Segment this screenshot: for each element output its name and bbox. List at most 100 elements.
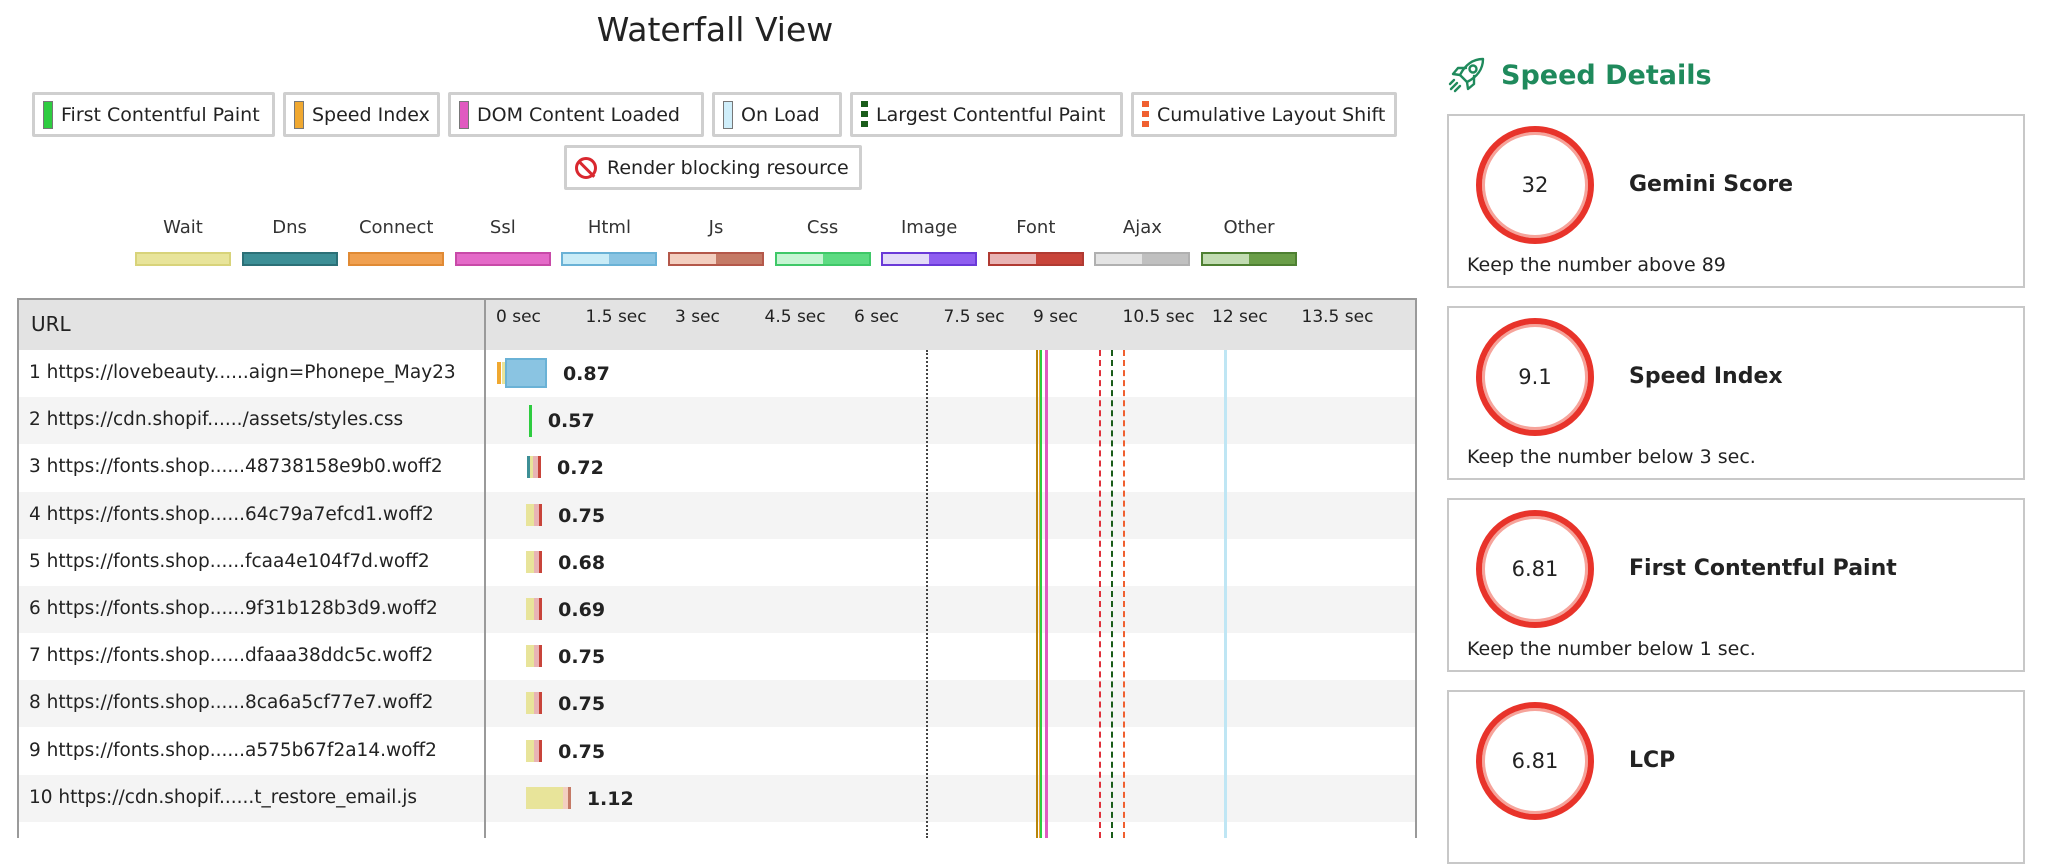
legend-pill-3: On Load xyxy=(712,92,842,137)
table-row[interactable]: 10 https://cdn.shopif......t_restore_ema… xyxy=(19,774,1415,822)
time-tick: 12 sec xyxy=(1212,307,1268,327)
table-row[interactable]: 8 https://fonts.shop......8ca6a5cf77e7.w… xyxy=(19,680,1415,728)
legend-label: DOM Content Loaded xyxy=(477,103,680,126)
table-row[interactable]: 7 https://fonts.shop......dfaaa38ddc5c.w… xyxy=(19,633,1415,680)
resource-type-label: Connect xyxy=(358,217,434,238)
lcp-element-line xyxy=(1098,350,1101,838)
resource-type-swatch xyxy=(774,252,871,266)
legend-swatch xyxy=(1142,100,1149,129)
content-segment xyxy=(539,645,543,668)
table-row[interactable]: 1 https://lovebeauty......aign=Phonepe_M… xyxy=(19,350,1415,397)
receive-segment xyxy=(534,645,540,668)
row-url[interactable]: 9 https://fonts.shop......a575b67f2a14.w… xyxy=(29,739,437,761)
rocket-icon xyxy=(1448,57,1485,93)
legend-label: Speed Index xyxy=(312,103,430,126)
content-segment xyxy=(528,405,532,438)
wait-segment xyxy=(525,598,535,620)
wait-segment xyxy=(525,645,535,668)
row-url[interactable]: 1 https://lovebeauty......aign=Phonepe_M… xyxy=(29,362,456,383)
table-row[interactable]: 6 https://fonts.shop......9f31b128b3d9.w… xyxy=(19,586,1415,633)
legend-pill-1: Speed Index xyxy=(283,92,440,137)
resource-type-label: Js xyxy=(708,217,724,238)
time-tick: 7.5 sec xyxy=(943,307,1005,327)
row-duration: 1.12 xyxy=(586,787,634,810)
resource-type-connect: Connect xyxy=(348,216,445,266)
score-ring: 6.81 xyxy=(1476,510,1594,628)
table-row[interactable]: 5 https://fonts.shop......fcaa4e104f7d.w… xyxy=(19,539,1415,586)
wait-segment xyxy=(525,503,535,526)
time-tick: 0 sec xyxy=(496,307,541,327)
resource-type-wait: Wait xyxy=(135,216,231,266)
receive-segment xyxy=(534,598,540,620)
legend-label: First Contentful Paint xyxy=(61,103,260,126)
row-duration: 0.75 xyxy=(558,740,606,763)
cls-line xyxy=(1122,350,1125,838)
resource-type-css: Css xyxy=(774,216,871,266)
resource-type-label: Other xyxy=(1223,217,1275,238)
legend-swatch xyxy=(43,100,53,129)
row-duration: 0.72 xyxy=(556,457,604,480)
speed-index-marker xyxy=(496,362,501,384)
speed-details-header: Speed Details xyxy=(1445,52,1712,98)
row-url[interactable]: 4 https://fonts.shop......64c79a7efcd1.w… xyxy=(29,503,434,525)
resource-type-image: Image xyxy=(881,216,978,266)
row-url[interactable]: 7 https://fonts.shop......dfaaa38ddc5c.w… xyxy=(29,645,434,667)
legend-pill-0: First Contentful Paint xyxy=(32,92,275,137)
page-title: Waterfall View xyxy=(596,10,834,49)
resource-type-swatch xyxy=(881,252,978,266)
metric-hint: Keep the number below 1 sec. xyxy=(1467,638,1756,660)
row-url[interactable]: 2 https://cdn.shopif....../assets/styles… xyxy=(29,409,404,431)
row-url[interactable]: 5 https://fonts.shop......fcaa4e104f7d.w… xyxy=(29,550,430,572)
render-start-line xyxy=(925,350,928,838)
metric-hint: Keep the number below 3 sec. xyxy=(1467,446,1756,468)
table-row[interactable]: 2 https://cdn.shopif....../assets/styles… xyxy=(19,397,1415,445)
resource-type-label: Wait xyxy=(163,217,203,238)
time-tick: 1.5 sec xyxy=(585,307,647,327)
row-url[interactable]: 6 https://fonts.shop......9f31b128b3d9.w… xyxy=(29,598,438,619)
legend-label: On Load xyxy=(741,103,820,126)
time-tick: 4.5 sec xyxy=(764,307,826,327)
resource-type-label: Ajax xyxy=(1122,217,1162,238)
table-row[interactable]: 9 https://fonts.shop......a575b67f2a14.w… xyxy=(19,728,1415,775)
resource-type-js: Js xyxy=(668,216,764,266)
resource-type-dns: Dns xyxy=(241,216,338,266)
speed-index-line-dark xyxy=(1035,350,1038,838)
time-tick: 13.5 sec xyxy=(1301,307,1374,327)
content-segment xyxy=(539,598,543,620)
content-segment xyxy=(539,503,543,526)
metric-hint: Keep the number above 89 xyxy=(1467,254,1726,276)
legend-swatch xyxy=(723,100,733,129)
row-duration: 0.75 xyxy=(558,646,606,669)
content-segment xyxy=(539,739,543,762)
resource-type-ssl: Ssl xyxy=(454,216,551,266)
speed-index-line xyxy=(1038,350,1041,838)
legend-label: Largest Contentful Paint xyxy=(876,103,1106,126)
table-row[interactable]: 3 https://fonts.shop......48738158e9b0.w… xyxy=(19,444,1415,491)
dns-segment xyxy=(527,456,531,479)
metric-name: Speed Index xyxy=(1629,364,1783,389)
resource-type-label: Dns xyxy=(272,217,307,238)
receive-segment xyxy=(534,503,540,526)
time-tick: 3 sec xyxy=(675,307,720,327)
metric-name: Gemini Score xyxy=(1629,172,1794,197)
resource-type-swatch xyxy=(987,252,1084,266)
row-url[interactable]: 10 https://cdn.shopif......t_restore_ema… xyxy=(29,786,418,808)
resource-type-label: Ssl xyxy=(489,217,516,238)
resource-type-label: Html xyxy=(587,217,631,238)
resource-type-swatch xyxy=(1094,252,1191,266)
resource-type-swatch xyxy=(561,252,658,266)
table-row[interactable]: 4 https://fonts.shop......64c79a7efcd1.w… xyxy=(19,491,1415,539)
row-duration: 0.75 xyxy=(558,504,606,527)
wait-segment xyxy=(501,362,505,384)
on-load-line xyxy=(1223,350,1227,838)
row-url[interactable]: 3 https://fonts.shop......48738158e9b0.w… xyxy=(29,456,443,478)
render-blocking-legend: Render blocking resource xyxy=(564,145,862,190)
resource-type-html: Html xyxy=(561,216,658,266)
legend-pill-5: Cumulative Layout Shift xyxy=(1131,92,1397,137)
resource-type-label: Font xyxy=(1016,217,1056,238)
row-url[interactable]: 8 https://fonts.shop......8ca6a5cf77e7.w… xyxy=(29,692,434,714)
column-divider xyxy=(484,300,486,838)
